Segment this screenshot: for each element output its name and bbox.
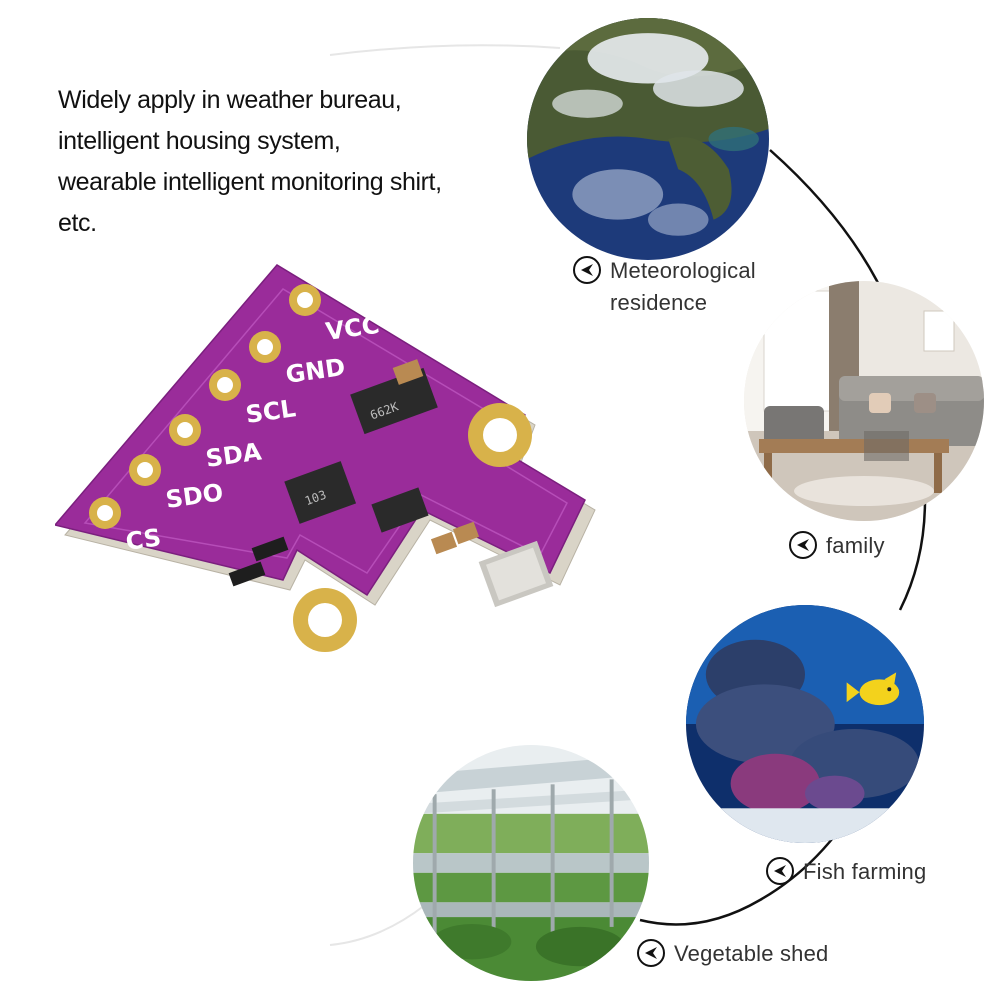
- caption-vegetable: Vegetable shed: [636, 938, 829, 970]
- arrow-circle-icon: [573, 256, 601, 284]
- caption-family: family: [788, 530, 885, 562]
- bme280-sensor-board: VCC GND SCL SDA SDO CS 662K 103: [55, 264, 596, 652]
- caption-family-line1: family: [826, 533, 885, 558]
- arrow-circle-icon: [637, 939, 665, 967]
- caption-fish: Fish farming: [765, 856, 926, 888]
- regulator-chip: 662K: [350, 367, 438, 435]
- intro-line: intelligent housing system,: [58, 127, 341, 155]
- greenhouse-photo: [413, 745, 649, 981]
- caption-vegetable-line1: Vegetable shed: [674, 941, 829, 966]
- pin-pads: [89, 284, 321, 529]
- intro-line: Widely apply in weather bureau,: [58, 86, 402, 114]
- chip-mark-103: 103: [303, 488, 328, 509]
- intro-line: etc.: [58, 209, 97, 237]
- resistor-network-chip: 103: [284, 461, 357, 524]
- caption-weather-line1: Meteorological: [610, 258, 756, 283]
- intro-text: Widely apply in weather bureau, intellig…: [58, 80, 518, 244]
- arrow-circle-icon: [789, 531, 817, 559]
- arrow-circle-icon: [766, 857, 794, 885]
- pin-label-scl: SCL: [244, 394, 298, 429]
- bme280-sensor-chip: [478, 540, 554, 608]
- caption-fish-line1: Fish farming: [803, 859, 927, 884]
- living-room-photo: [744, 281, 984, 521]
- weather-satellite-photo: [527, 18, 769, 260]
- pin-label-cs: CS: [124, 523, 163, 556]
- caption-weather-line2: residence: [610, 290, 708, 315]
- caption-weather: Meteorological residence: [572, 255, 756, 319]
- aquarium-photo: [686, 605, 924, 843]
- intro-line: wearable intelligent monitoring shirt,: [58, 168, 442, 196]
